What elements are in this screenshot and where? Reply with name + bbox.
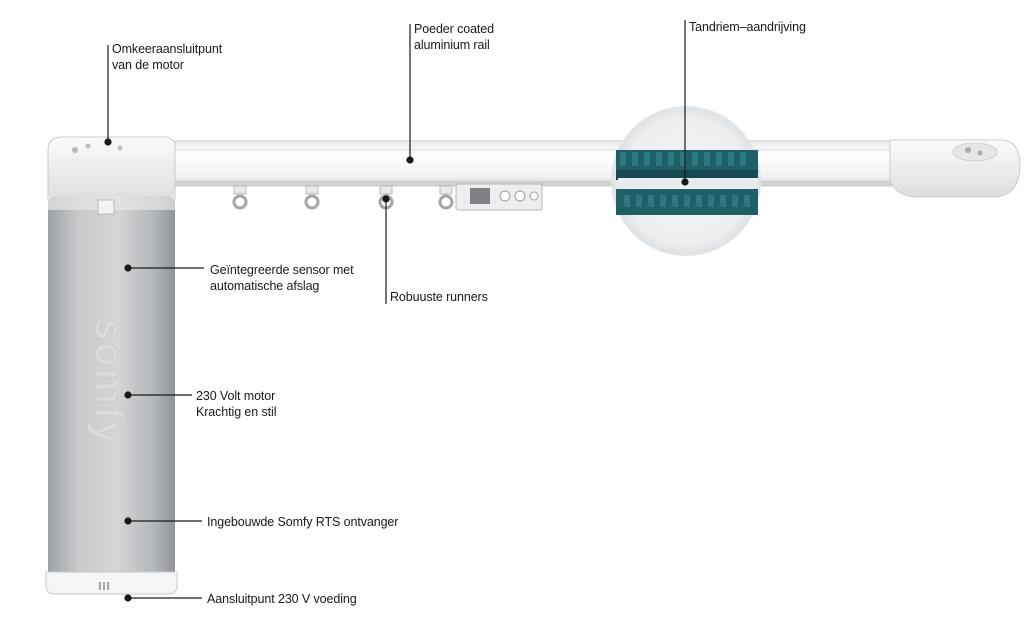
- runners: [232, 183, 543, 211]
- callout-sensor-line2: automatische afslag: [210, 279, 320, 293]
- leader-sensor: [124, 264, 204, 272]
- callout-rail: Poeder coated aluminium rail: [414, 21, 494, 53]
- leader-rail: [406, 24, 414, 164]
- runner: [438, 185, 454, 210]
- leader-receiver: [124, 517, 202, 525]
- leader-lines: [104, 20, 689, 602]
- aluminium-rail: [159, 140, 931, 187]
- callout-power-line1: Aansluitpunt 230 V voeding: [207, 592, 357, 606]
- leader-motor-connection: [104, 45, 112, 146]
- callout-rail-line1: Poeder coated: [414, 22, 495, 36]
- callout-rail-line2: aluminium rail: [414, 38, 490, 52]
- master-carrier: [455, 183, 543, 211]
- callout-receiver: Ingebouwde Somfy RTS ontvanger: [207, 514, 398, 530]
- callout-belt: Tandriem–aandrijving: [689, 19, 806, 35]
- callout-motor-line1: 230 Volt motor: [196, 389, 276, 403]
- rail-end-cap: [889, 139, 1021, 198]
- runner: [232, 185, 248, 210]
- leader-belt: [681, 20, 689, 186]
- callout-motor: 230 Volt motor Krachtig en stil: [196, 388, 276, 420]
- runner: [304, 185, 320, 210]
- leader-motor: [124, 391, 192, 399]
- callout-motor-connection-line2: van de motor: [112, 58, 184, 72]
- motor-unit: somfy: [45, 136, 178, 595]
- callout-power: Aansluitpunt 230 V voeding: [207, 591, 357, 607]
- leader-runners: [382, 195, 390, 304]
- callout-sensor: Geïntegreerde sensor met automatische af…: [210, 262, 354, 294]
- callout-sensor-line1: Geïntegreerde sensor met: [210, 263, 354, 277]
- callout-motor-connection: Omkeeraansluitpunt van de motor: [112, 41, 222, 73]
- leader-power: [124, 594, 202, 602]
- somfy-logo: somfy: [87, 318, 131, 446]
- callout-motor-line2: Krachtig en stil: [196, 405, 277, 419]
- callout-runners-line1: Robuuste runners: [390, 290, 488, 304]
- callout-belt-line1: Tandriem–aandrijving: [689, 20, 806, 34]
- callout-receiver-line1: Ingebouwde Somfy RTS ontvanger: [207, 515, 399, 529]
- callout-motor-connection-line1: Omkeeraansluitpunt: [112, 42, 223, 56]
- belt-magnifier: [611, 106, 761, 256]
- callout-runners: Robuuste runners: [390, 289, 488, 305]
